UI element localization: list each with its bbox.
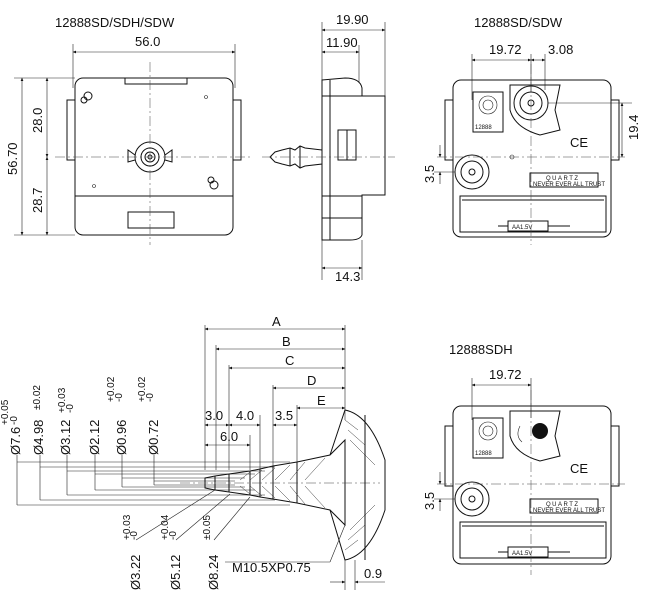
shaft-step-6-0: 6.0 (220, 429, 238, 444)
back-sdh-movement-label: NEVER EVER ALL TRUST (533, 508, 605, 514)
shaft-len-a: A (272, 314, 281, 329)
back-sd-gear-dim: 3.08 (548, 42, 573, 57)
dia-5-12: Ø5.12 (168, 555, 183, 590)
back-sd-movement-label: NEVER EVER ALL TRUST (533, 182, 605, 188)
shaft-len-b: B (282, 334, 291, 349)
shaft-step-3-5: 3.5 (275, 408, 293, 423)
shaft-len-e: E (317, 393, 326, 408)
back-sdh-left-dim: 3.5 (422, 492, 437, 510)
thread-label: M10.5XP0.75 (232, 560, 311, 575)
dia-0-72: Ø0.72 (146, 420, 161, 455)
back-sd-offset-dim: 19.72 (489, 42, 522, 57)
dia-7-6-tol-dn: -0 (9, 416, 20, 425)
dia-0-96-tol-up: +0.02 (106, 376, 117, 402)
back-sdh-quartz: QUARTZ (546, 502, 580, 508)
front-height-dim: 56.70 (5, 142, 20, 175)
back-sd-quartz: QUARTZ (546, 176, 580, 182)
front-view-title: 12888SD/SDH/SDW (55, 15, 175, 30)
front-lower-dim: 28.7 (30, 188, 45, 213)
side-depth-dim: 19.90 (336, 12, 369, 27)
front-upper-dim: 28.0 (30, 108, 45, 133)
dia-0-72-tol-dn: -0 (145, 393, 156, 402)
dia-8-24-tol: ±0.05 (202, 515, 213, 540)
back-sdh-ce: CE (570, 461, 588, 476)
shaft-step-4-0: 4.0 (236, 408, 254, 423)
shaft-len-c: C (285, 353, 294, 368)
dia-0-96-tol-dn: -0 (114, 393, 125, 402)
dia-3-12-tol-up: +0.03 (57, 387, 68, 413)
back-sd-id: 12888 (475, 125, 492, 131)
back-sdh-title: 12888SDH (449, 342, 513, 357)
dia-2-12: Ø2.12 (87, 420, 102, 455)
dia-8-24: Ø8.24 (206, 555, 221, 590)
back-sd-title: 12888SD/SDW (474, 15, 563, 30)
back-sd-battery: AA1.5V (512, 225, 532, 231)
dia-5-12-tol-up: +0.04 (160, 514, 171, 540)
shaft-section: A B C D E 3.0 4.0 6.0 3.5 Ø7.6 +0.05 -0 … (0, 314, 386, 590)
dia-3-22-tol-dn: -0 (129, 531, 140, 540)
dia-3-12-tol-dn: -0 (65, 404, 76, 413)
dia-0-72-tol-up: +0.02 (137, 376, 148, 402)
dia-5-12-tol-dn: -0 (168, 531, 179, 540)
dia-7-6: Ø7.6 (8, 427, 23, 455)
side-view: 19.90 11.90 14.3 (262, 12, 395, 284)
dia-4-98: Ø4.98 (31, 420, 46, 455)
dia-7-6-tol-up: +0.05 (0, 399, 11, 425)
dia-3-12: Ø3.12 (58, 420, 73, 455)
dia-4-98-tol: ±0.02 (32, 385, 43, 410)
back-view-sdh: 12888SDH 19.72 12888 CE QUARTZ NEVER EVE… (422, 342, 625, 575)
front-width-dim: 56.0 (135, 34, 160, 49)
back-sd-left-dim: 3.5 (422, 165, 437, 183)
flange-dim: 0.9 (364, 566, 382, 581)
front-view: 12888SD/SDH/SDW 56.0 56.70 2 (5, 15, 250, 245)
shaft-step-3-0: 3.0 (205, 408, 223, 423)
back-sdh-id: 12888 (475, 451, 492, 457)
sdh-hub-dot (532, 423, 548, 439)
back-view-sd: 12888SD/SDW 19.72 3.08 12888 CE QUARTZ N… (422, 15, 641, 245)
side-mid-dim: 11.90 (326, 35, 358, 50)
back-sd-right-dim: 19.4 (626, 115, 641, 140)
dia-3-22: Ø3.22 (128, 555, 143, 590)
shaft-len-d: D (307, 373, 316, 388)
dia-0-96: Ø0.96 (114, 420, 129, 455)
back-sdh-offset-dim: 19.72 (489, 367, 522, 382)
back-sdh-battery: AA1.5V (512, 551, 532, 557)
dia-3-22-tol-up: +0.03 (122, 514, 133, 540)
side-base-dim: 14.3 (335, 269, 360, 284)
back-sd-ce: CE (570, 135, 588, 150)
